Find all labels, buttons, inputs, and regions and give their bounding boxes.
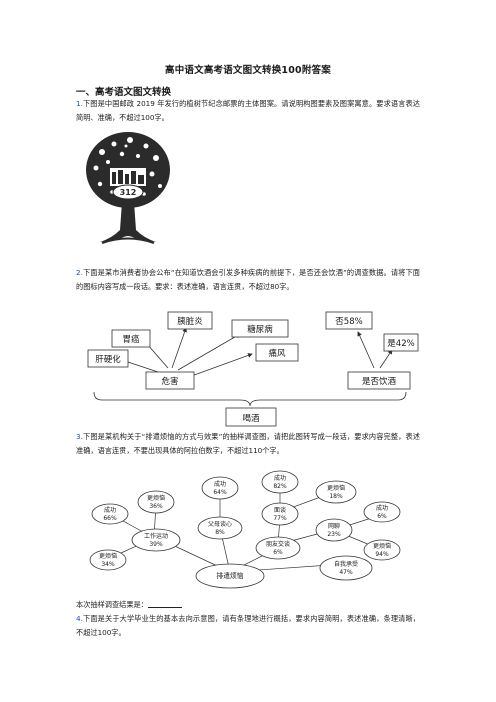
- pengyou-jiaotan-pct: 6%: [273, 549, 283, 556]
- chenggong-82-label: 成功: [274, 474, 286, 482]
- worry-survey-svg: 排遣烦恼 工作运动 39% 成功 66% 更烦恼 36% 更烦恼 34% 父母谈…: [89, 470, 401, 589]
- miantan-pct: 77%: [273, 515, 287, 522]
- question-4: 4.下面是关于大学毕业生的基本去向示意图，请有条理地进行概括，要求内容简明，表述…: [76, 612, 420, 639]
- gengfannao-34-label: 更烦恼: [99, 552, 117, 560]
- section-heading: 一、高考语文图文转换: [76, 87, 172, 98]
- miantan-label: 面谈: [274, 506, 286, 514]
- chenggong-6-pct: 6%: [377, 513, 387, 520]
- question-3: 3.下图是某机构关于“排遣烦恼的方式与效果”的抽样调查图，请把此图转写成一段话，…: [76, 430, 420, 457]
- worry-survey-diagram: 排遣烦恼 工作运动 39% 成功 66% 更烦恼 36% 更烦恼 34% 父母谈…: [84, 468, 414, 598]
- gengfannao-94-pct: 94%: [375, 551, 389, 558]
- drinking-diagram: 胃癌 胰脏炎 糖尿病 肝硬化 痛风 危害 否58% 是42% 是否饮酒 喝酒: [80, 306, 420, 432]
- node-tongfeng: 痛风: [268, 348, 286, 359]
- question-1: 1.下图是中国邮政 2019 年发行的植树节纪念邮票的主体图案。请说明构图要素及…: [76, 97, 420, 124]
- node-weiai: 胃癌: [122, 334, 140, 345]
- question-number: 3.: [76, 432, 83, 441]
- question-text: 下图是某机构关于“排遣烦恼的方式与效果”的抽样调查图，请把此图转写成一段话，要求…: [76, 432, 420, 455]
- node-yizangyan: 胰脏炎: [177, 316, 203, 327]
- fumu-tanxin-pct: 8%: [215, 529, 225, 536]
- question-number: 2.: [76, 268, 83, 277]
- gengfannao-36-pct: 36%: [149, 503, 163, 510]
- pengyou-jiaotan-label: 朋友交谈: [266, 540, 290, 548]
- tree-illustration: 312: [86, 132, 170, 244]
- node-shifou-yinjiu: 是否饮酒: [362, 376, 397, 387]
- node-no-58: 否58%: [335, 317, 362, 327]
- chenggong-6-label: 成功: [376, 504, 388, 512]
- question-number: 4.: [76, 614, 83, 623]
- answer-blank[interactable]: [147, 599, 182, 608]
- tree-stamp-image: 312: [82, 130, 174, 254]
- node-tangniaobing: 糖尿病: [247, 324, 273, 335]
- question-number: 1.: [76, 99, 83, 108]
- document-title: 高中语文高考语文图文转换100附答案: [165, 65, 331, 76]
- node-hejiu: 喝酒: [242, 414, 260, 424]
- gengfannao-18-label: 更烦恼: [327, 484, 345, 492]
- survey-result-label: 本次抽样调查结果是：: [76, 600, 148, 609]
- chenggong-64-pct: 64%: [213, 489, 227, 496]
- ziwo-chengshou-pct: 47%: [339, 569, 353, 576]
- question-2: 2.下面是某市消费者协会公布“在知道饮酒会引发多种疾病的前提下，是否还会饮酒”的…: [76, 266, 420, 293]
- gongzuo-yundong-label: 工作运动: [144, 532, 168, 540]
- wangliao-label: 网聊: [328, 522, 340, 530]
- node-ganyinghua: 肝硬化: [95, 354, 121, 365]
- chenggong-66-pct: 66%: [103, 515, 117, 522]
- stamp-number-label: 312: [120, 188, 137, 197]
- wangliao-pct: 23%: [327, 531, 341, 538]
- chenggong-82-pct: 82%: [273, 483, 287, 490]
- gengfannao-34-pct: 34%: [101, 561, 115, 568]
- node-weihai: 危害: [161, 376, 178, 387]
- survey-result-line: 本次抽样调查结果是：: [76, 599, 182, 610]
- node-yes-42: 是42%: [387, 339, 414, 349]
- gengfannao-36-label: 更烦恼: [147, 494, 165, 502]
- drinking-diagram-svg: 胃癌 胰脏炎 糖尿病 肝硬化 痛风 危害 否58% 是42% 是否饮酒 喝酒: [87, 311, 419, 427]
- chenggong-66-label: 成功: [104, 506, 116, 514]
- ziwo-chengshou-label: 自我承受: [334, 560, 358, 568]
- gengfannao-94-label: 更烦恼: [373, 542, 391, 550]
- chenggong-64-label: 成功: [214, 480, 226, 488]
- fumu-tanxin-label: 父母谈心: [208, 520, 232, 528]
- question-text: 下面是某市消费者协会公布“在知道饮酒会引发多种疾病的前提下，是否还会饮酒”的调查…: [76, 268, 420, 291]
- center-paiqian-fannao: 排遣烦恼: [216, 571, 243, 580]
- gongzuo-yundong-pct: 39%: [149, 541, 163, 548]
- question-text: 下图是中国邮政 2019 年发行的植树节纪念邮票的主体图案。请说明构图要素及图案…: [76, 99, 420, 122]
- question-text: 下面是关于大学毕业生的基本去向示意图，请有条理地进行概括，要求内容简明，表述准确…: [76, 614, 420, 637]
- gengfannao-18-pct: 18%: [329, 493, 343, 500]
